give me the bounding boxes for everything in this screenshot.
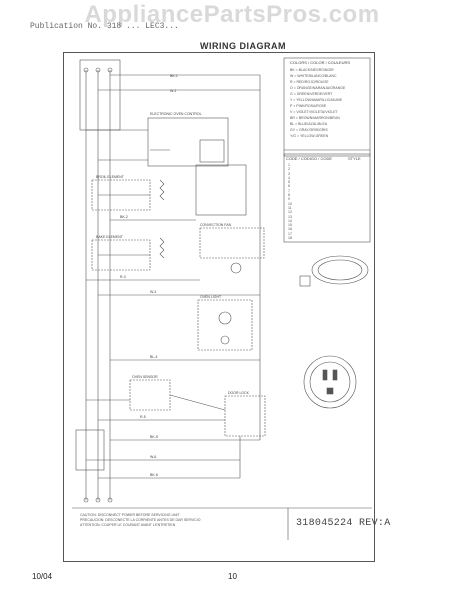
element-table-title: CODE / CODIGO / CODE — [286, 156, 333, 161]
legend-item: V = VIOLET/VIOLETA/VIOLET — [290, 110, 338, 114]
legend-item: Y/G = YELLOW-GREEN — [290, 134, 329, 138]
legend-item: BK = BLACK/NEGRO/NOIR — [290, 68, 334, 72]
svg-text:BK-1: BK-1 — [170, 74, 178, 78]
watermark: AppliancePartsPros.com — [84, 1, 380, 28]
part-number: 318045224 REV:A — [296, 518, 391, 529]
element-table-style-header: STYLE — [348, 156, 361, 161]
table-row: 4 — [288, 175, 290, 180]
table-row: 15 — [288, 223, 292, 228]
svg-text:W-1: W-1 — [170, 89, 176, 93]
table-row: 12 — [288, 210, 292, 215]
caution-line: ATTENTION: COUPER LE COURANT AVANT L'ENT… — [80, 523, 176, 527]
footer-date: 10/04 — [32, 572, 53, 581]
table-row: 14 — [288, 218, 292, 223]
table-row: 7 — [288, 188, 290, 193]
svg-text:W-6: W-6 — [150, 455, 156, 459]
svg-text:OVEN SENSOR: OVEN SENSOR — [132, 375, 158, 379]
svg-text:BK-5: BK-5 — [150, 435, 158, 439]
legend-item: G = GREEN/VERDE/VERT — [290, 92, 333, 96]
caution-notes: CAUTION: DISCONNECT POWER BEFORE SERVICI… — [80, 513, 285, 528]
publication-header: Publication No. 318 ... LEC3... — [30, 22, 179, 31]
table-row: 1 — [288, 163, 290, 167]
table-row: 9 — [288, 197, 290, 202]
diagram-title: WIRING DIAGRAM — [200, 41, 286, 51]
footer-page-number: 10 — [228, 572, 237, 581]
color-legend-title: COLORS / COLOR / COULEURS — [290, 60, 351, 65]
svg-text:ELECTRONIC OVEN CONTROL: ELECTRONIC OVEN CONTROL — [150, 112, 202, 116]
legend-item: BL = BLUE/AZUL/BLEU — [290, 122, 328, 126]
caution-line: CAUTION: DISCONNECT POWER BEFORE SERVICI… — [80, 513, 180, 517]
svg-text:R-3: R-3 — [120, 275, 126, 279]
svg-text:BROIL ELEMENT: BROIL ELEMENT — [96, 175, 125, 179]
legend-item: W = WHITE/BLANCO/BLANC — [290, 74, 337, 78]
svg-text:BL-4: BL-4 — [150, 355, 157, 359]
table-row: 6 — [288, 184, 290, 189]
color-legend: BK = BLACK/NEGRO/NOIR W = WHITE/BLANCO/BL… — [290, 67, 368, 139]
table-row: 10 — [288, 201, 292, 206]
table-row: 3 — [288, 171, 290, 176]
svg-text:DOOR LOCK: DOOR LOCK — [228, 391, 250, 395]
diagram-frame — [63, 52, 375, 562]
legend-item: O = ORANGE/NARANJA/ORANGE — [290, 86, 346, 90]
legend-item: R = RED/ROJO/ROUGE — [290, 80, 329, 84]
table-row: 11 — [288, 205, 292, 210]
legend-item: P = PINK/ROSA/ROSE — [290, 104, 327, 108]
legend-item: Y = YELLOW/AMARILLO/JAUNE — [290, 98, 342, 102]
table-row: 18 — [288, 236, 292, 241]
table-row: 2 — [288, 167, 290, 172]
svg-text:R-5: R-5 — [140, 415, 146, 419]
svg-text:BAKE ELEMENT: BAKE ELEMENT — [96, 235, 124, 239]
table-row: 8 — [288, 193, 290, 198]
table-row: 16 — [288, 227, 292, 232]
svg-text:BK-6: BK-6 — [150, 473, 158, 477]
table-row: 5 — [288, 180, 290, 185]
legend-item: GY = GRAY/GRIS/GRIS — [290, 128, 328, 132]
svg-text:W-3: W-3 — [150, 290, 156, 294]
svg-text:CONVECTION FAN: CONVECTION FAN — [200, 223, 232, 227]
svg-text:OVEN LIGHT: OVEN LIGHT — [200, 295, 222, 299]
caution-line: PRECAUCION: DESCONECTE LA CORRIENTE ANTE… — [80, 518, 201, 522]
legend-item: BR = BROWN/MARRON/BRUN — [290, 116, 340, 120]
svg-text:BK-2: BK-2 — [120, 215, 128, 219]
table-row: 17 — [288, 231, 292, 236]
table-row: 13 — [288, 214, 292, 219]
